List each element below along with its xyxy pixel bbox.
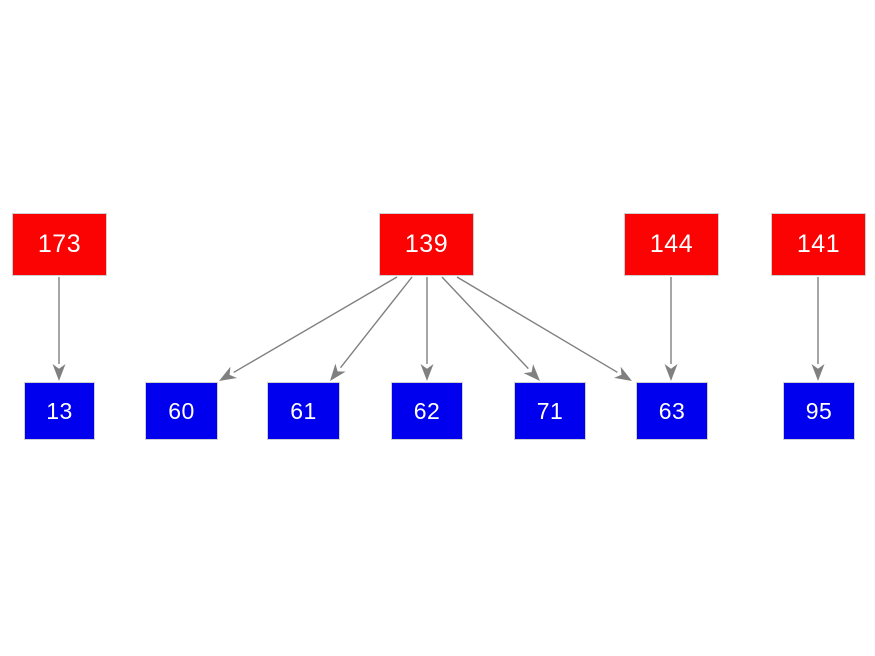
graph-edge	[664, 277, 678, 381]
graph-edge	[219, 276, 398, 381]
graph-node-61[interactable]: 61	[267, 382, 340, 440]
graph-node-173[interactable]: 173	[12, 213, 107, 276]
graph-node-label: 13	[46, 397, 73, 424]
graph-edge	[441, 276, 540, 381]
graph-node-62[interactable]: 62	[391, 382, 463, 440]
arrowhead-icon	[523, 364, 540, 381]
arrowhead-icon	[219, 366, 237, 381]
arrowhead-icon	[420, 364, 434, 381]
graph-node-label: 141	[796, 230, 841, 258]
graph-node-label: 173	[37, 230, 82, 258]
graph-node-139[interactable]: 139	[379, 213, 474, 276]
arrowhead-icon	[614, 366, 632, 381]
graph-node-71[interactable]: 71	[514, 382, 586, 440]
edge-line	[441, 276, 529, 370]
edge-line	[456, 276, 618, 373]
arrowhead-icon	[52, 364, 66, 381]
graph-node-141[interactable]: 141	[771, 213, 866, 276]
graph-node-label: 139	[404, 230, 449, 258]
graph-node-label: 63	[658, 397, 686, 424]
graph-node-label: 61	[290, 397, 317, 424]
graph-edge	[330, 276, 413, 381]
graph-node-label: 71	[536, 397, 564, 424]
graph-node-label: 62	[413, 397, 441, 424]
edge-line	[233, 276, 398, 374]
arrowhead-icon	[664, 364, 678, 381]
graph-edge	[420, 277, 434, 381]
graph-node-60[interactable]: 60	[145, 382, 218, 440]
graph-node-95[interactable]: 95	[783, 382, 855, 440]
graph-node-label: 60	[168, 397, 195, 424]
graph-node-13[interactable]: 13	[24, 382, 95, 440]
arrowhead-icon	[330, 363, 346, 381]
edge-line	[339, 276, 413, 369]
graph-node-63[interactable]: 63	[636, 382, 708, 440]
arrowhead-icon	[811, 364, 825, 381]
graph-node-label: 95	[805, 397, 833, 424]
graph-node-label: 144	[649, 230, 694, 258]
graph-node-144[interactable]: 144	[624, 213, 719, 276]
graph-edge	[456, 276, 632, 381]
graph-edge	[811, 277, 825, 381]
graph-edge	[52, 277, 66, 381]
